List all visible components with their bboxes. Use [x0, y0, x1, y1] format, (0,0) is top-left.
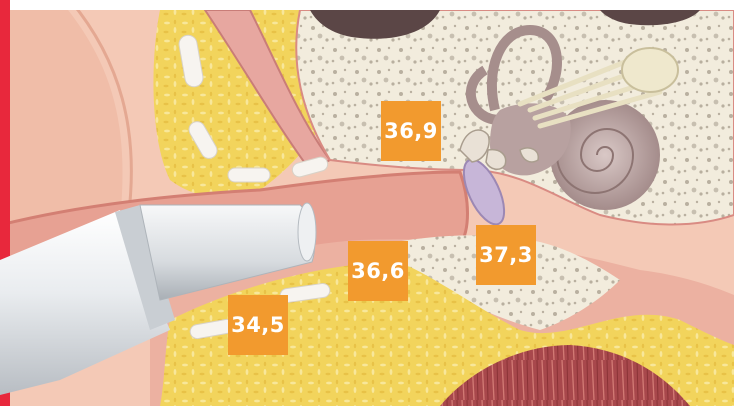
top-border: [10, 0, 734, 10]
temperature-label-mid-canal: 36,6: [348, 241, 408, 301]
temperature-label-inner-upper: 36,9: [381, 101, 441, 161]
temperature-label-eardrum: 37,3: [476, 225, 536, 285]
temperature-label-outer-canal: 34,5: [228, 295, 288, 355]
nerve-bundle: [622, 48, 678, 92]
